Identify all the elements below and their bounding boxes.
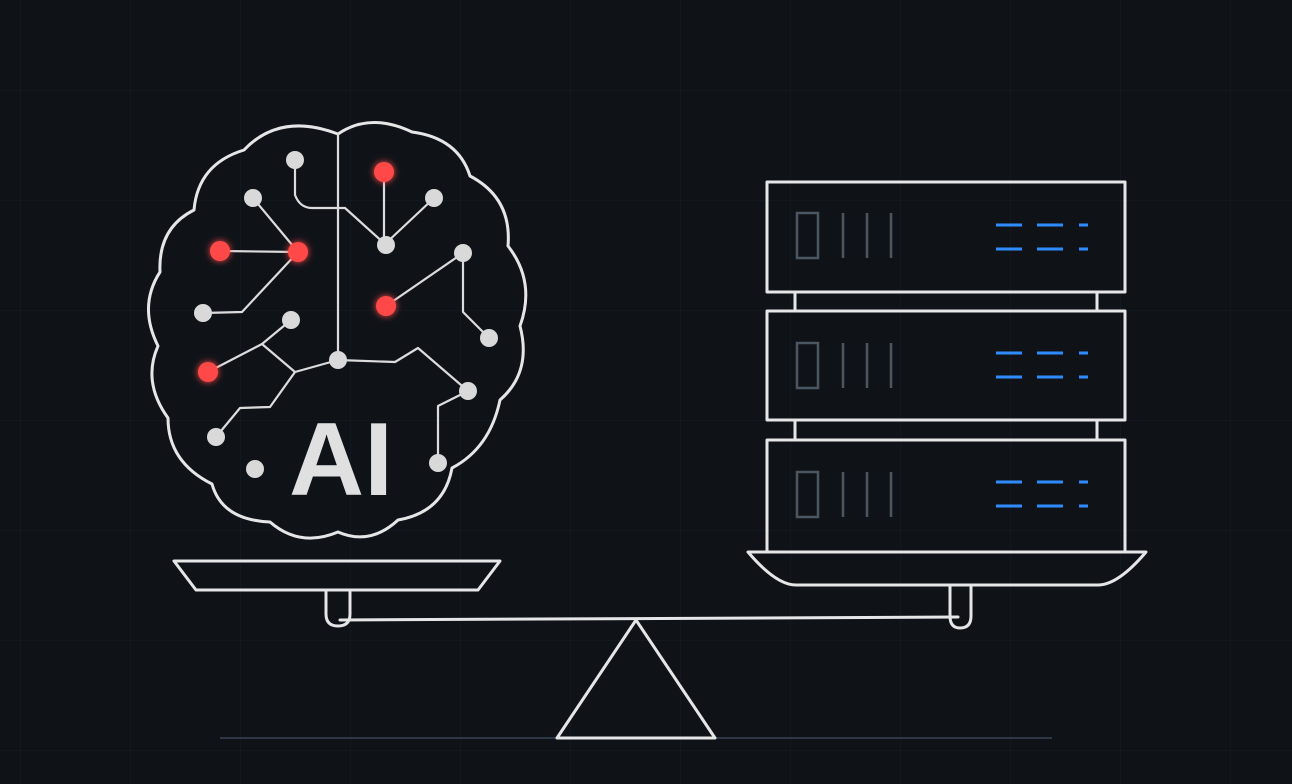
circuit-node: [377, 236, 395, 254]
circuit-traces: [201, 158, 491, 464]
server-unit: [765, 180, 1127, 294]
drive-bay: [795, 341, 820, 390]
brain-circuit-icon: AI: [147, 121, 528, 540]
server-unit: [765, 309, 1127, 422]
brain-outline: [147, 121, 528, 540]
circuit-node: [246, 460, 264, 478]
drive-bay: [795, 470, 820, 519]
status-leds: [996, 351, 1088, 379]
circuit-node: [244, 189, 262, 207]
drive-bay: [795, 211, 820, 260]
circuit-node: [454, 244, 472, 262]
left-scale-pan: [172, 559, 502, 592]
server-unit: [765, 438, 1127, 554]
circuit-node-active: [198, 362, 218, 382]
left-pan-post: [324, 588, 352, 628]
circuit-node: [286, 151, 304, 169]
ai-label: AI: [289, 402, 393, 518]
circuit-node: [480, 329, 498, 347]
circuit-node-active: [374, 162, 394, 182]
circuit-node: [429, 454, 447, 472]
circuit-node: [425, 189, 443, 207]
circuit-node: [194, 304, 212, 322]
circuit-node: [282, 311, 300, 329]
right-pan-post: [948, 584, 973, 630]
circuit-node: [329, 351, 347, 369]
circuit-node-active: [210, 241, 230, 261]
server-rack-icon: [765, 180, 1127, 554]
scale-beam: [338, 615, 960, 622]
circuit-node-active: [376, 296, 396, 316]
circuit-node-active: [288, 242, 308, 262]
right-scale-pan: [746, 550, 1148, 587]
circuit-node: [459, 382, 477, 400]
status-leds: [996, 480, 1088, 508]
scale-fulcrum: [555, 618, 717, 740]
circuit-node: [207, 428, 225, 446]
status-leds: [996, 223, 1088, 251]
circuit-nodes: [194, 151, 498, 478]
